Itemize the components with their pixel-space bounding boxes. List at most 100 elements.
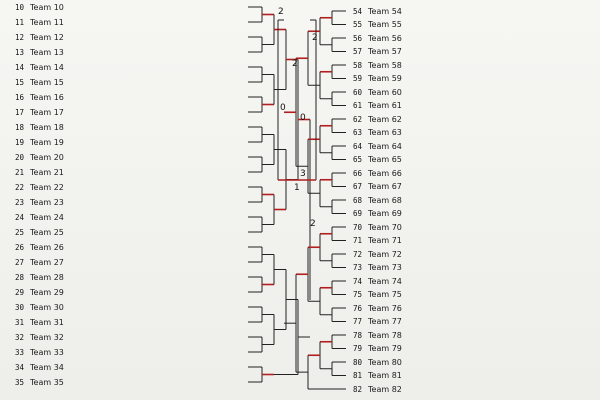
entry-row: 18 Team 18 (8, 120, 256, 134)
entry-seed-number: 23 (14, 197, 24, 207)
entry-seed-number: 69 (352, 209, 362, 218)
entry-seed-number: 17 (14, 107, 24, 117)
entry-team-name: Team 67 (368, 182, 402, 191)
entry-seed-number: 59 (352, 74, 362, 83)
entry-row: 82 Team 82 (346, 382, 594, 396)
entry-team-name: Team 74 (368, 276, 402, 286)
entry-team-name: Team 65 (368, 155, 402, 164)
entry-seed-number: 58 (352, 60, 362, 70)
entry-seed-number: 66 (352, 168, 362, 178)
entry-team-name: Team 56 (368, 33, 402, 43)
entry-team-name: Team 77 (368, 317, 402, 326)
entry-team-name: Team 71 (368, 236, 402, 245)
entry-team-name: Team 31 (30, 317, 64, 327)
entry-team-name: Team 22 (30, 182, 64, 192)
entry-team-name: Team 76 (368, 303, 402, 313)
entry-seed-number: 67 (352, 182, 362, 191)
entry-seed-number: 31 (14, 317, 24, 327)
match-score-label: 3 (300, 169, 306, 179)
entry-seed-number: 20 (14, 152, 24, 162)
entry-row: 75 Team 75 (346, 288, 594, 302)
entry-team-name: Team 32 (30, 332, 64, 342)
entry-seed-number: 68 (352, 195, 362, 205)
entry-team-name: Team 18 (30, 122, 64, 132)
entry-row: 67 Team 67 (346, 180, 594, 194)
entry-row: 64 Team 64 (346, 139, 594, 153)
match-score-label: 2 (278, 7, 284, 17)
entry-team-name: Team 15 (30, 77, 64, 87)
entry-seed-number: 14 (14, 62, 24, 72)
entry-team-name: Team 29 (30, 287, 64, 297)
entry-row: 71 Team 71 (346, 234, 594, 248)
entry-team-name: Team 62 (368, 114, 402, 124)
match-score-label: 2 (292, 59, 298, 69)
entry-row: 28 Team 28 (8, 270, 256, 284)
entry-team-name: Team 13 (30, 47, 64, 57)
entry-seed-number: 15 (14, 77, 24, 87)
entry-seed-number: 18 (14, 122, 24, 132)
entry-seed-number: 82 (352, 384, 362, 394)
entry-team-name: Team 70 (368, 222, 402, 232)
entry-team-name: Team 17 (30, 107, 64, 117)
entry-team-name: Team 34 (30, 362, 64, 372)
entry-team-name: Team 12 (30, 32, 64, 42)
entry-seed-number: 77 (352, 317, 362, 326)
entry-team-name: Team 57 (368, 47, 402, 56)
entry-seed-number: 78 (352, 330, 362, 340)
entry-row: 79 Team 79 (346, 342, 594, 356)
entry-seed-number: 64 (352, 141, 362, 151)
match-score-label: 0 (280, 103, 286, 113)
entry-seed-number: 75 (352, 290, 362, 299)
entry-seed-number: 11 (14, 17, 24, 27)
entry-team-name: Team 25 (30, 227, 64, 237)
entry-seed-number: 24 (14, 212, 24, 222)
entry-seed-number: 71 (352, 236, 362, 245)
entry-team-name: Team 24 (30, 212, 64, 222)
entry-seed-number: 30 (14, 302, 24, 312)
entry-seed-number: 61 (352, 101, 362, 110)
match-score-label: 2 (310, 219, 316, 229)
entry-seed-number: 79 (352, 344, 362, 353)
match-score-label: 2 (312, 33, 318, 43)
entry-team-name: Team 33 (30, 347, 64, 357)
entry-team-name: Team 28 (30, 272, 64, 282)
entry-team-name: Team 79 (368, 344, 402, 353)
entry-team-name: Team 75 (368, 290, 402, 299)
entry-seed-number: 35 (14, 377, 24, 387)
match-score-label: 0 (300, 113, 306, 123)
entry-seed-number: 28 (14, 272, 24, 282)
entry-team-name: Team 80 (368, 357, 402, 367)
entry-team-name: Team 26 (30, 242, 64, 252)
entry-team-name: Team 54 (368, 6, 402, 16)
entry-team-name: Team 20 (30, 152, 64, 162)
entry-team-name: Team 73 (368, 263, 402, 272)
entry-row: 31 Team 31 (8, 315, 256, 329)
entry-seed-number: 32 (14, 332, 24, 342)
entry-team-name: Team 64 (368, 141, 402, 151)
entry-seed-number: 16 (14, 92, 24, 102)
entry-team-name: Team 27 (30, 257, 64, 267)
entry-team-name: Team 19 (30, 137, 64, 147)
entry-row: 20 Team 20 (8, 150, 256, 164)
entry-team-name: Team 82 (368, 384, 402, 394)
